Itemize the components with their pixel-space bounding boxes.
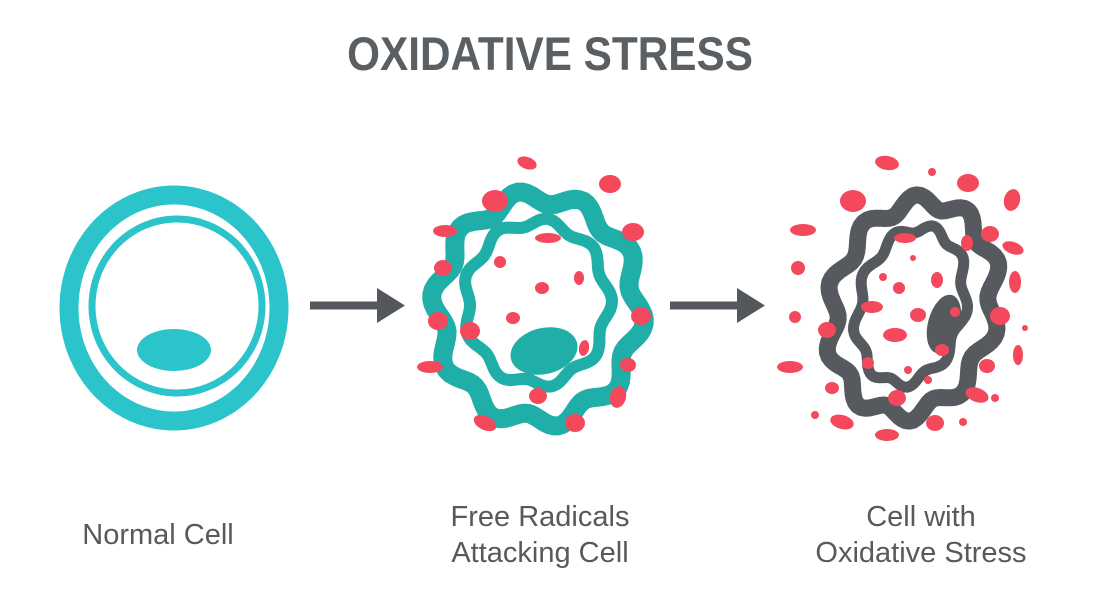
free-radical-dot <box>965 387 989 403</box>
membrane-ring <box>59 185 289 431</box>
free-radical-dot <box>910 255 916 261</box>
label-line: Cell with <box>866 501 976 533</box>
page-title: OXIDATIVE STRESS <box>347 27 753 80</box>
free-radical-dot <box>790 224 816 236</box>
free-radical-dot <box>517 156 537 170</box>
free-radical-dot <box>417 361 443 373</box>
label-normal-cell: Normal Cell <box>0 517 318 553</box>
arrow-shape <box>310 288 405 323</box>
membrane-ring <box>848 220 973 393</box>
free-radical-dot <box>928 168 936 176</box>
free-radical-dot <box>1002 241 1024 255</box>
free-radical-dot <box>904 366 912 374</box>
free-radical-dot <box>825 382 839 394</box>
membrane-ring <box>818 186 1008 430</box>
free-radical-dot <box>924 376 932 384</box>
free-radical-dot <box>494 256 506 268</box>
free-radical-dot <box>433 225 457 237</box>
attacked-cell-graphic <box>417 156 654 436</box>
free-radical-dot <box>979 359 995 373</box>
free-radical-dot <box>950 307 960 317</box>
label-line: Attacking Cell <box>451 537 629 569</box>
free-radical-dot <box>791 261 805 275</box>
free-radical-dot <box>620 358 636 372</box>
free-radical-dot <box>818 322 836 338</box>
free-radical-dot <box>926 415 944 431</box>
free-radical-dot <box>888 390 906 406</box>
free-radical-dot <box>1013 345 1023 365</box>
free-radical-dot <box>862 357 874 369</box>
free-radical-dot <box>981 226 999 242</box>
label-line: Free Radicals <box>450 501 630 533</box>
free-radical-dot <box>428 312 448 330</box>
free-radical-dot <box>622 223 644 241</box>
label-free-radicals-attacking-cell: Free Radicals Attacking Cell <box>380 499 700 571</box>
free-radical-dot <box>990 307 1010 325</box>
free-radical-dot <box>535 282 549 294</box>
nucleolus <box>510 327 578 375</box>
free-radical-dot <box>935 344 949 356</box>
free-radical-dot <box>578 340 590 356</box>
free-radical-dot <box>535 233 561 243</box>
free-radical-dot <box>506 312 520 324</box>
free-radical-dot <box>529 388 547 404</box>
free-radical-dot <box>875 429 899 441</box>
free-radical-dot <box>961 235 973 251</box>
arrow-right-icon <box>670 288 765 323</box>
free-radical-dot <box>959 418 967 426</box>
free-radical-dot <box>957 174 979 192</box>
nucleolus <box>137 329 211 371</box>
label-line: Oxidative Stress <box>815 537 1027 569</box>
free-radical-dot <box>599 175 621 193</box>
label-line: Normal Cell <box>82 519 234 551</box>
free-radical-dot <box>894 233 916 243</box>
free-radical-dot <box>460 322 480 340</box>
free-radical-dot <box>1003 189 1021 211</box>
free-radical-dot <box>434 260 452 276</box>
free-radical-dot <box>991 394 999 402</box>
free-radical-dot <box>473 414 497 432</box>
label-cell-with-oxidative-stress: Cell with Oxidative Stress <box>761 499 1081 571</box>
free-radical-dot <box>893 282 905 294</box>
free-radical-dot <box>861 301 883 313</box>
free-radical-dot <box>1009 271 1021 293</box>
free-radical-dot <box>631 307 651 325</box>
membrane-ring <box>422 182 654 436</box>
free-radical-dot <box>789 311 801 323</box>
free-radical-dot <box>609 386 627 408</box>
free-radical-dot <box>910 308 926 322</box>
free-radical-dot <box>840 190 866 212</box>
normal-cell-graphic <box>59 185 289 431</box>
free-radical-dot <box>565 414 585 432</box>
free-radical-dot <box>883 328 907 342</box>
free-radical-dot <box>574 271 584 285</box>
free-radical-dot <box>482 190 508 212</box>
free-radical-dot <box>811 411 819 419</box>
free-radical-dot <box>777 361 803 373</box>
free-radical-dot <box>931 272 943 288</box>
membrane-ring <box>459 212 618 393</box>
free-radical-dot <box>875 155 899 171</box>
free-radical-dot <box>830 414 854 430</box>
arrow-shape <box>670 288 765 323</box>
membrane-ring <box>88 215 266 397</box>
free-radical-dot <box>1022 325 1028 331</box>
arrow-right-icon <box>310 288 405 323</box>
free-radical-dot <box>879 273 887 281</box>
stressed-cell-graphic <box>777 155 1028 441</box>
